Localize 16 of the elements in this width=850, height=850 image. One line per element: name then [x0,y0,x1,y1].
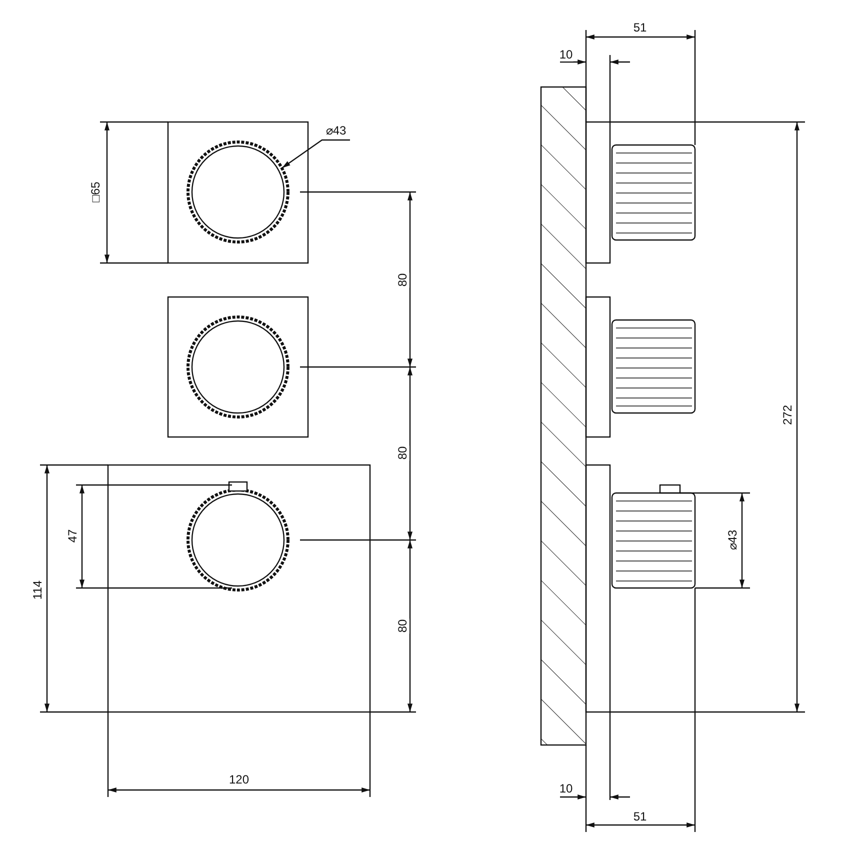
dimension-label: 80 [396,618,410,634]
dimension-label: 80 [396,445,410,461]
dimension-label: ⌀43 [324,124,348,138]
dimension-label: ⌀43 [726,528,740,552]
dimension-label: 10 [558,782,574,796]
dimension-label: 120 [228,774,250,786]
dimension-label: 80 [396,272,410,288]
leader-line [282,139,350,168]
dimension-label: 272 [782,404,794,426]
dimension-label: 47 [66,528,80,544]
knob-drawing [186,140,290,244]
dimension-label: 51 [632,22,648,34]
dimension-label: 114 [32,579,44,601]
dimension-label: 51 [632,810,648,824]
dimension-label: 10 [558,48,574,62]
dimension-label: □65 [90,180,102,204]
